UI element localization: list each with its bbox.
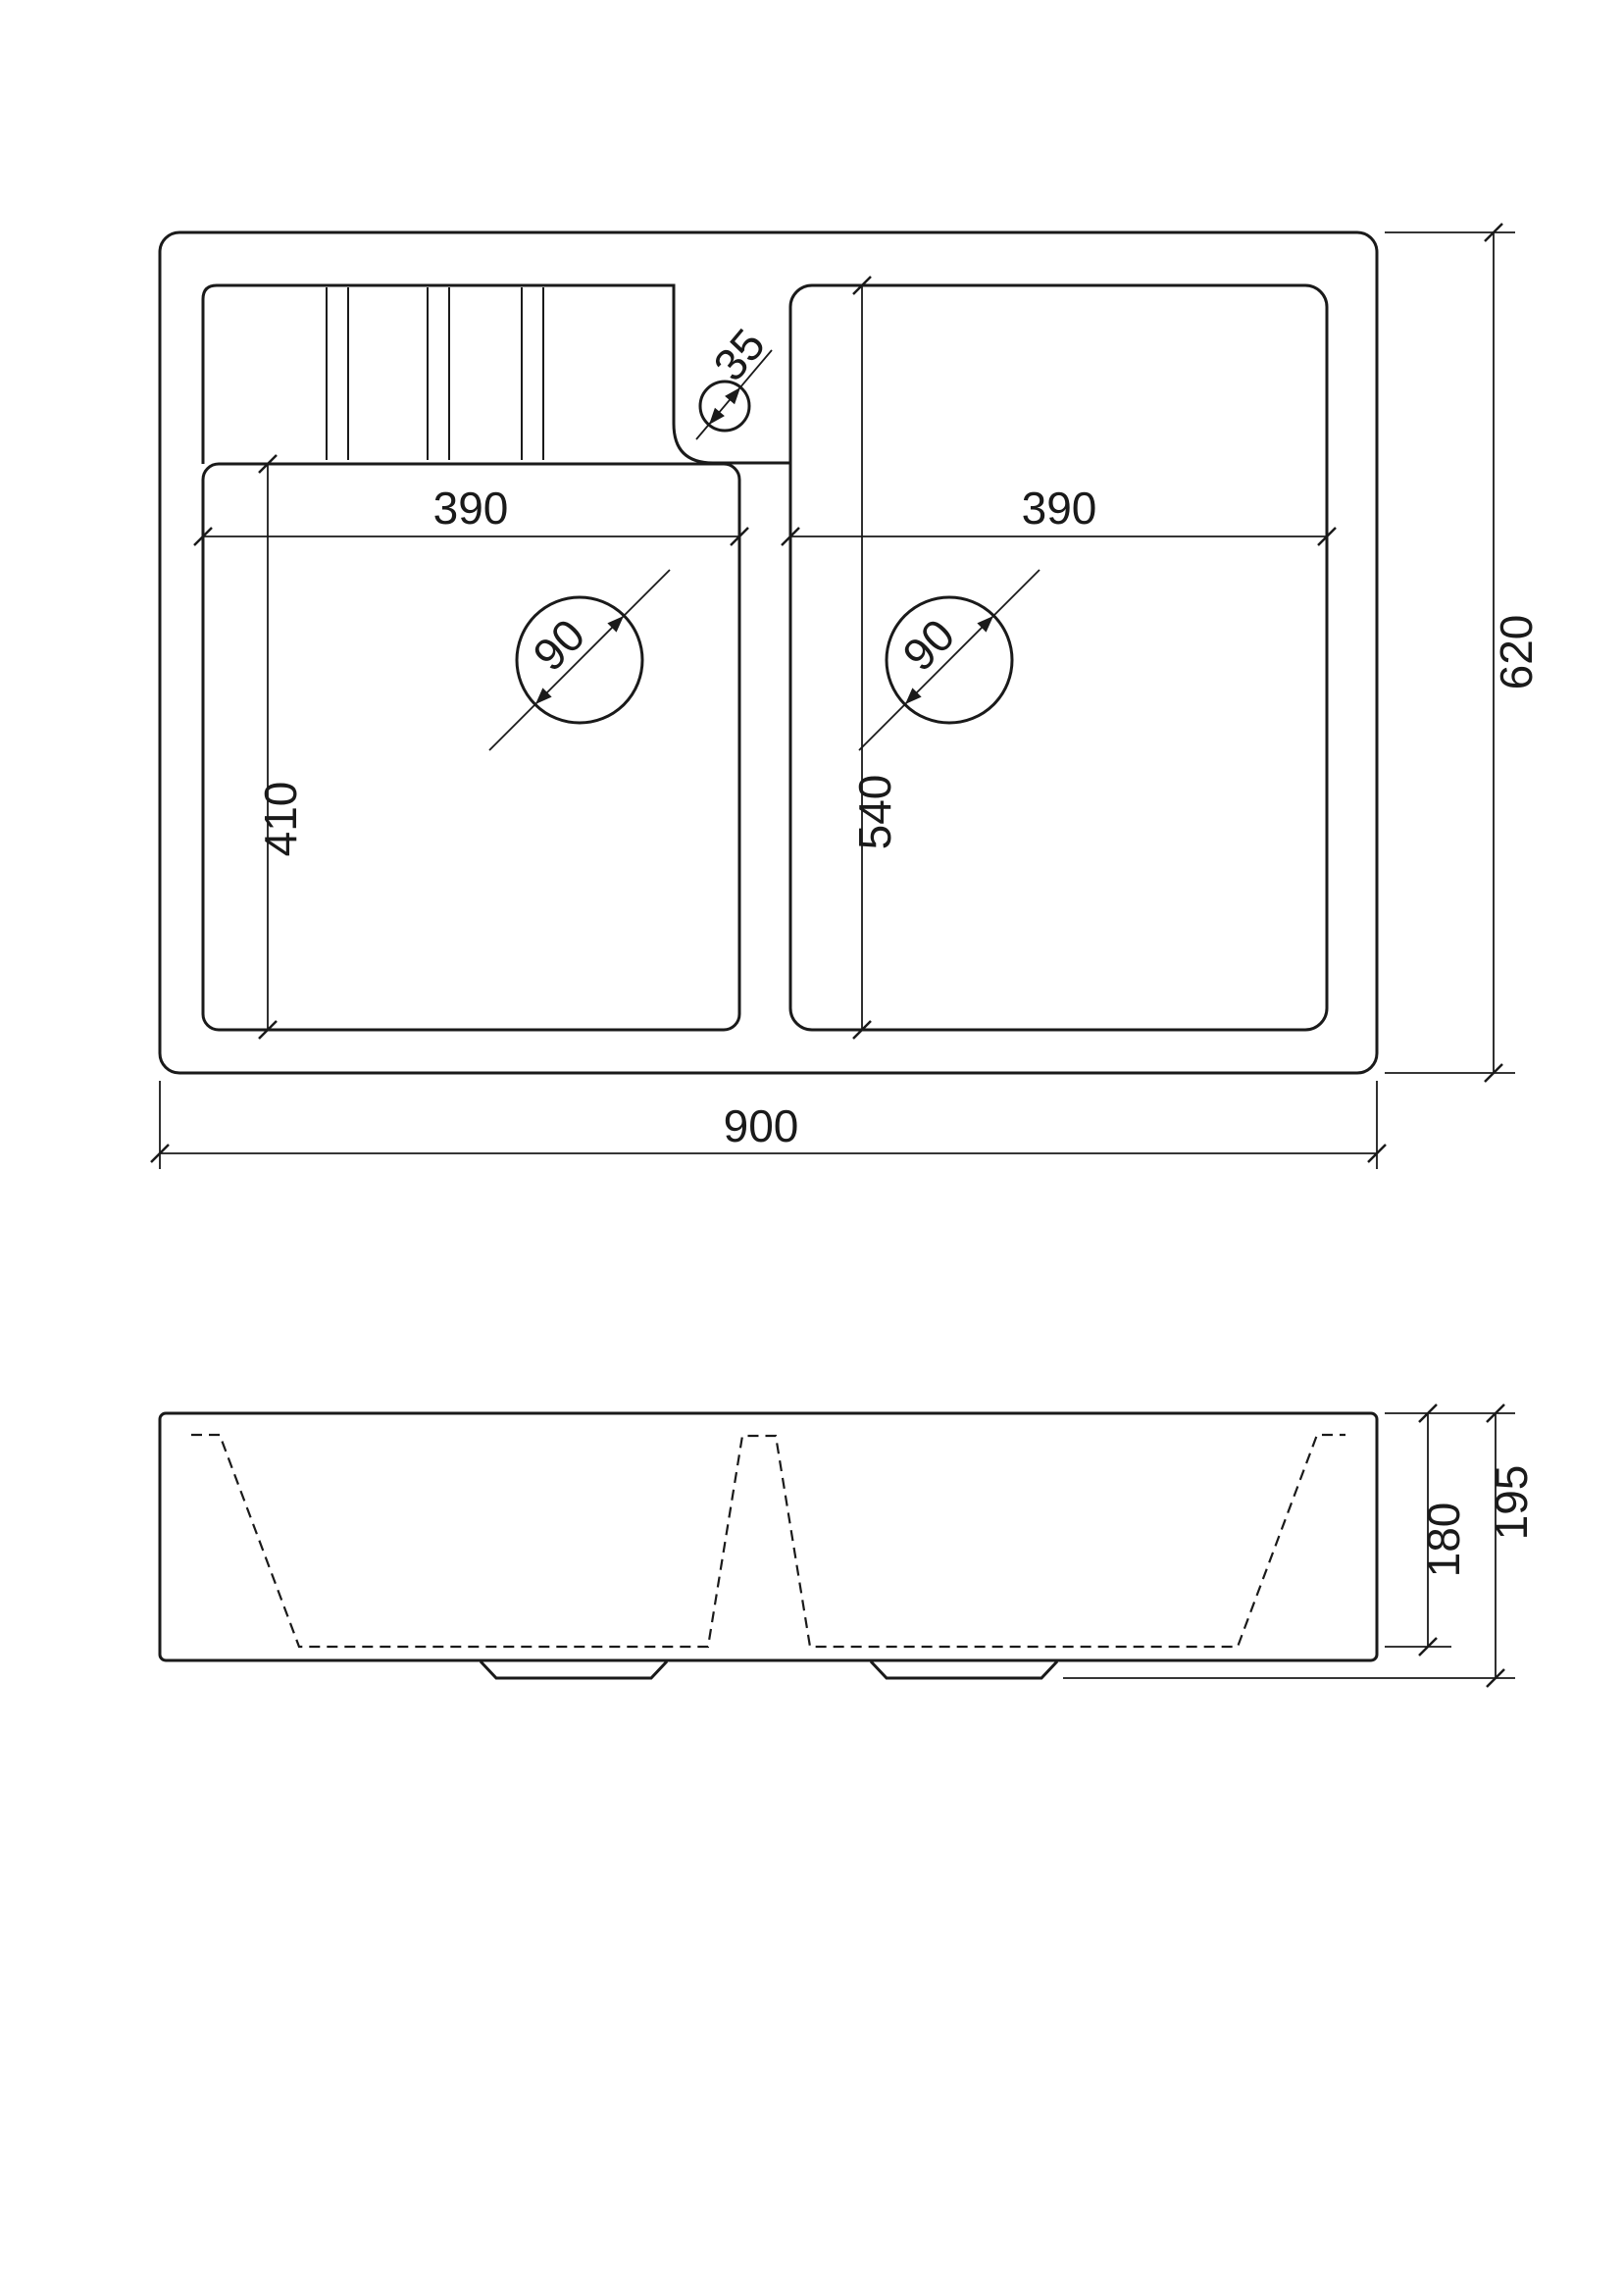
right-drain-dimension: 90: [858, 569, 1040, 751]
dim-right-bowl-width: 390: [780, 483, 1338, 547]
dim-overall-depth: 620: [1385, 222, 1542, 1084]
dim-left-bowl-length: 410: [255, 453, 306, 1041]
left-drain-circle: [515, 595, 644, 725]
left-drain-dimension: 90: [488, 569, 671, 751]
label-left-bowl-width: 390: [433, 483, 509, 534]
label-bowl-depth: 180: [1418, 1503, 1469, 1578]
label-right-bowl-length: 540: [849, 775, 900, 850]
left-drain-fitting: [479, 1659, 669, 1680]
label-overall-height: 195: [1486, 1465, 1537, 1541]
bowl-profile-dashed: [191, 1433, 1345, 1649]
label-left-drain-diameter: 90: [523, 609, 594, 681]
side-view: 180 195: [158, 1402, 1537, 1689]
label-overall-width: 900: [724, 1100, 799, 1151]
side-body-outline: [158, 1411, 1379, 1662]
label-right-drain-diameter: 90: [892, 609, 964, 681]
tap-hole-dimension: 35: [695, 319, 775, 440]
label-right-bowl-width: 390: [1022, 483, 1097, 534]
dim-bowl-depth: 180: [1385, 1402, 1469, 1657]
dim-right-bowl-length: 540: [849, 275, 900, 1041]
dim-left-bowl-width: 390: [192, 483, 750, 547]
label-tap-hole-diameter: 35: [703, 319, 775, 390]
top-view: 35 90 90 390 3: [149, 222, 1542, 1169]
right-drain-fitting: [869, 1659, 1059, 1680]
left-drain-diameter-line: [488, 569, 671, 751]
sink-outer-rim: [158, 230, 1379, 1075]
label-overall-depth: 620: [1491, 615, 1542, 690]
drainer-grooves: [326, 287, 544, 460]
right-drain-diameter-line: [858, 569, 1040, 751]
dim-overall-width: 900: [149, 1081, 1388, 1169]
left-bowl-outline: [201, 462, 741, 1032]
label-left-bowl-length: 410: [255, 782, 306, 857]
right-drain-circle: [885, 595, 1014, 725]
dim-overall-height: 195: [1063, 1402, 1537, 1689]
right-bowl-outline: [788, 283, 1329, 1032]
tap-hole-circle: [698, 380, 751, 433]
drainer-deck-outline: [201, 283, 790, 465]
